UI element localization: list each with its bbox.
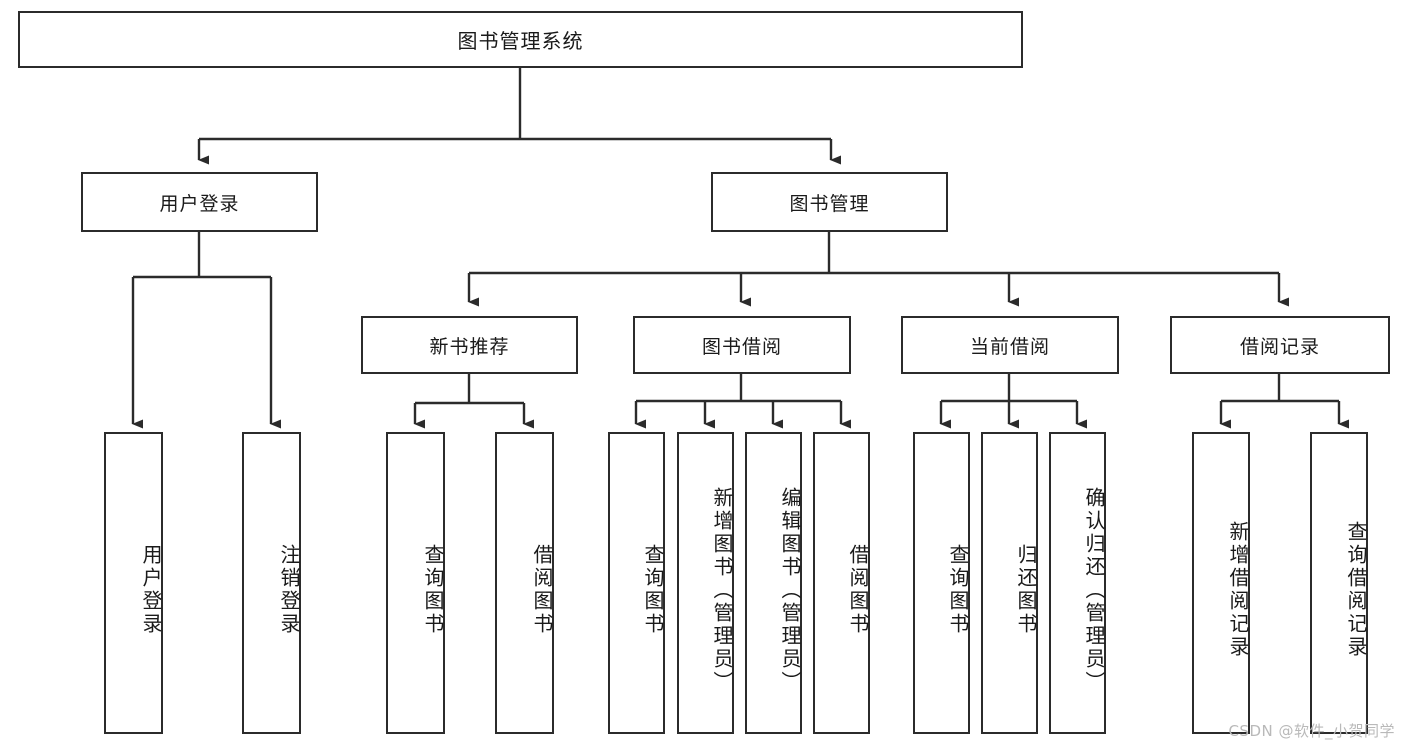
leaf-user-login-signout[interactable]: 注销登录	[242, 432, 301, 734]
leaf-borrow-borrow-book[interactable]: 借阅图书	[813, 432, 870, 734]
node-label: 新书推荐	[429, 335, 510, 358]
leaf-new-book-query[interactable]: 查询图书	[386, 432, 445, 734]
node-label: 新增借阅记录	[1226, 521, 1250, 659]
node-book-borrow[interactable]: 图书借阅	[633, 316, 851, 374]
node-label: 图书管理	[789, 192, 870, 215]
node-label: 确认归还（管理员）	[1082, 486, 1106, 694]
leaf-borrow-add-book[interactable]: 新增图书（管理员）	[677, 432, 734, 734]
leaf-borrow-edit-book[interactable]: 编辑图书（管理员）	[745, 432, 802, 734]
leaf-new-book-borrow[interactable]: 借阅图书	[495, 432, 554, 734]
node-label: 新增图书（管理员）	[710, 486, 734, 694]
node-label: 用户登录	[139, 544, 163, 636]
node-label: 查询图书	[421, 544, 445, 636]
node-new-book-recommend[interactable]: 新书推荐	[361, 316, 578, 374]
node-label: 编辑图书（管理员）	[778, 486, 802, 694]
leaf-record-add[interactable]: 新增借阅记录	[1192, 432, 1250, 734]
node-label: 查询借阅记录	[1344, 521, 1368, 659]
node-current-borrow[interactable]: 当前借阅	[901, 316, 1119, 374]
node-label: 图书借阅	[701, 335, 782, 358]
node-root-system[interactable]: 图书管理系统	[18, 11, 1023, 68]
node-borrow-record[interactable]: 借阅记录	[1170, 316, 1390, 374]
node-label: 查询图书	[946, 544, 970, 636]
node-label: 借阅图书	[846, 544, 870, 636]
node-label: 图书管理系统	[457, 29, 584, 53]
leaf-borrow-query-book[interactable]: 查询图书	[608, 432, 665, 734]
node-label: 借阅记录	[1239, 335, 1320, 358]
node-label: 借阅图书	[530, 544, 554, 636]
leaf-current-query-book[interactable]: 查询图书	[913, 432, 970, 734]
node-book-management[interactable]: 图书管理	[711, 172, 948, 232]
node-label: 用户登录	[159, 192, 240, 215]
node-label: 注销登录	[277, 544, 301, 636]
node-label: 查询图书	[641, 544, 665, 636]
leaf-current-confirm-return[interactable]: 确认归还（管理员）	[1049, 432, 1106, 734]
leaf-record-query[interactable]: 查询借阅记录	[1310, 432, 1368, 734]
leaf-user-login-signin[interactable]: 用户登录	[104, 432, 163, 734]
node-user-login[interactable]: 用户登录	[81, 172, 318, 232]
node-label: 归还图书	[1014, 544, 1038, 636]
node-label: 当前借阅	[969, 335, 1050, 358]
leaf-current-return-book[interactable]: 归还图书	[981, 432, 1038, 734]
